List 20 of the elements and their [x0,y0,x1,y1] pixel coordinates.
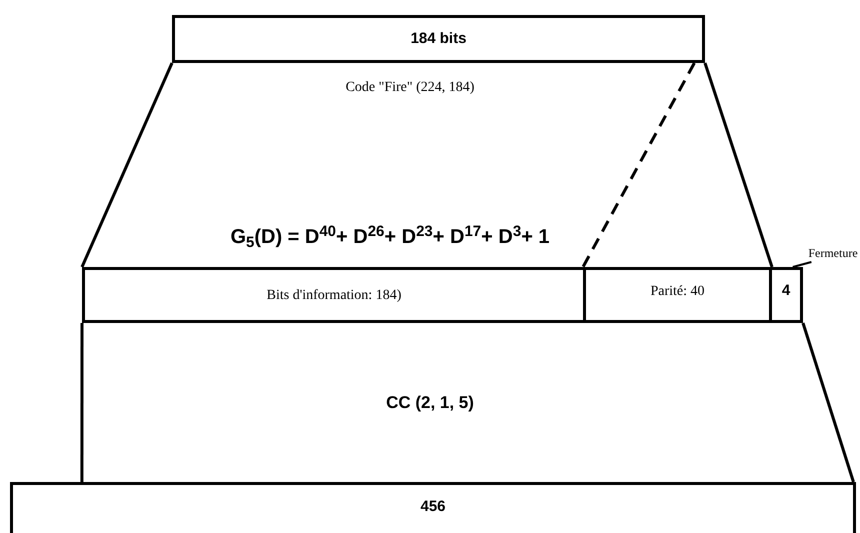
leader-line [792,261,812,268]
field-text: Bits d'information: 184) [266,286,402,304]
field-box [10,482,856,533]
connector-line [582,62,696,268]
code-label: CC (2, 1, 5) [386,393,474,412]
connector-line [80,323,84,482]
field-label: Fermeture [806,244,860,262]
field-box [172,15,705,63]
field-text: 4 [782,280,790,301]
connector-line [704,62,774,268]
field-text: Parité: 40 [650,282,705,300]
field-text: 184 bits [410,28,466,49]
connector-line [80,62,174,268]
connector-line [802,322,855,482]
field-box [82,267,586,323]
code-label: Code "Fire" (224, 184) [346,80,474,95]
field-box [769,267,803,323]
polynomial-formula: G$_{5}$(D) = D$^{40}$+ D$^{26}$+ D$^{23}$+ D$^{17}$+ D$^{3}$+ 1 [230,226,550,248]
field-text: 456 [420,497,446,518]
field-box [583,267,772,323]
